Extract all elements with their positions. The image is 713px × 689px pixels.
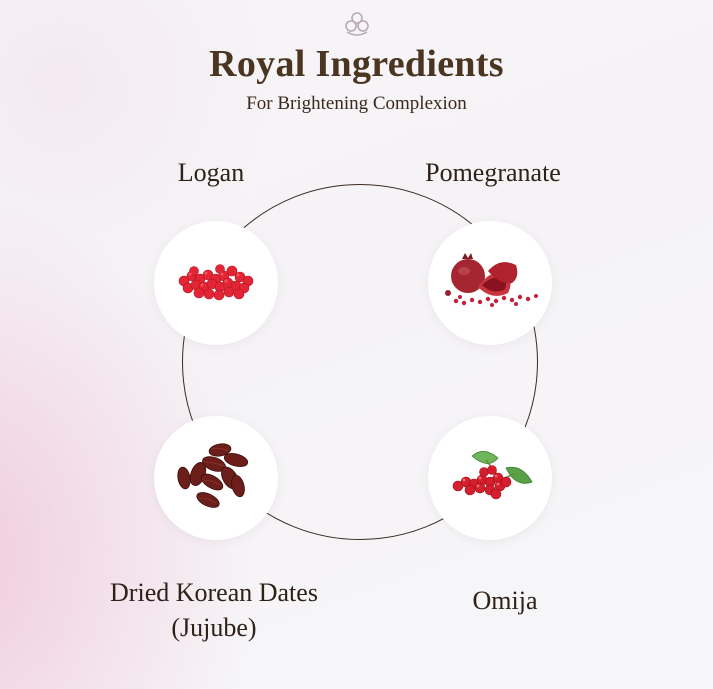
ingredient-disc-logan bbox=[154, 221, 278, 345]
ingredient-label-logan: Logan bbox=[177, 158, 245, 187]
ingredient-label-dried-dates: Dried Korean Dates (Jujube) bbox=[86, 576, 342, 644]
ingredient-label-dried-dates-line1: Dried Korean Dates bbox=[110, 578, 318, 607]
ingredient-disc-dried-dates bbox=[154, 416, 278, 540]
page-title: Royal Ingredients bbox=[209, 43, 504, 85]
cloud-knot-icon bbox=[345, 12, 369, 36]
ingredient-disc-pomegranate bbox=[428, 221, 552, 345]
page-subtitle: For Brightening Complexion bbox=[246, 93, 467, 114]
ingredients-ring bbox=[182, 184, 538, 540]
pomegranate-icon bbox=[445, 253, 538, 307]
ingredient-label-pomegranate: Pomegranate bbox=[425, 158, 561, 187]
dried-dates-icon bbox=[177, 443, 249, 508]
omija-berries-icon bbox=[452, 451, 533, 500]
ingredient-label-dried-dates-line2: (Jujube) bbox=[171, 613, 257, 642]
ingredient-disc-omija bbox=[428, 416, 552, 540]
red-berries-icon bbox=[178, 264, 254, 301]
ingredient-label-omija: Omija bbox=[472, 586, 538, 615]
